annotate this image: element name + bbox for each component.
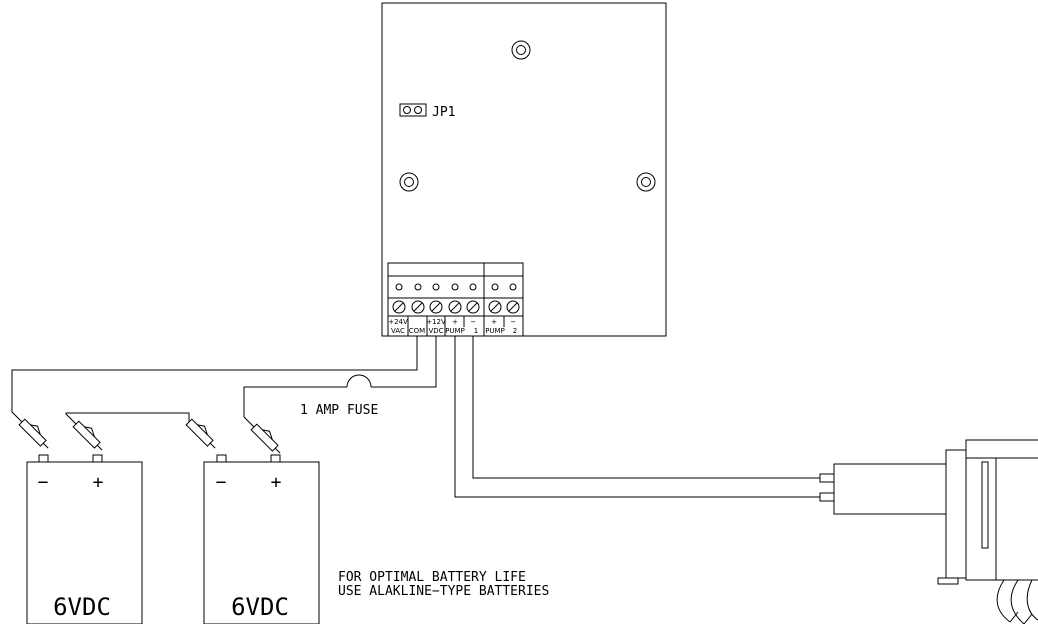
fuse-label: 1 AMP FUSE <box>300 403 378 418</box>
controller-board: JP1 <box>381 2 667 337</box>
battery-voltage: 6VDC <box>53 593 111 621</box>
terminal-4-bottom: PUMP <box>445 327 465 335</box>
battery-terminal-positive <box>92 454 103 463</box>
battery-body <box>26 461 143 624</box>
pump-connector-2 <box>819 492 835 502</box>
terminal-screws <box>392 300 520 314</box>
pump <box>819 439 1038 624</box>
terminal-6-bottom: PUMP <box>485 327 505 335</box>
terminal-block: +24V VAC COM +12V VDC + PUMP − 1 + PUMP … <box>387 262 524 337</box>
pump-flange <box>945 449 967 579</box>
pump-connector-1 <box>819 473 835 483</box>
battery-terminal-negative <box>38 454 49 463</box>
battery-note: FOR OPTIMAL BATTERY LIFE USE ALAKLINE−TY… <box>338 570 549 599</box>
clip-4 <box>250 423 281 454</box>
battery-terminal-positive <box>270 454 281 463</box>
battery-1: − + 6VDC <box>26 454 143 624</box>
terminal-screw-holes <box>395 283 517 291</box>
terminal-dividers <box>407 316 505 336</box>
wires <box>11 336 820 498</box>
battery-2: − + 6VDC <box>203 454 320 624</box>
clip-3 <box>185 418 216 449</box>
mounting-hole-top <box>511 40 531 60</box>
mounting-hole-right <box>636 172 656 192</box>
jumper-label: JP1 <box>432 105 455 120</box>
battery-voltage: 6VDC <box>231 593 289 621</box>
wire-pump-minus <box>472 336 820 479</box>
wire-fuse-to-battery-positive <box>243 386 347 428</box>
terminal-1-top: +24V <box>388 318 408 326</box>
clip-2 <box>72 420 103 451</box>
wire-com-to-battery-negative <box>11 336 418 423</box>
note-line-2: USE ALAKLINE−TYPE BATTERIES <box>338 584 549 599</box>
battery-minus-sign: − <box>38 472 49 493</box>
wire-battery-jumper <box>65 412 190 425</box>
terminal-3-bottom: VDC <box>428 327 443 335</box>
pump-seal <box>981 461 989 549</box>
battery-minus-sign: − <box>216 472 227 493</box>
battery-terminal-negative <box>216 454 227 463</box>
wire-pump-plus <box>454 336 820 498</box>
terminal-5-bottom: 1 <box>474 327 478 335</box>
terminal-6-top: + <box>491 318 497 326</box>
pump-tubing <box>996 579 1038 624</box>
terminal-4-top: + <box>452 318 458 326</box>
battery-plus-sign: + <box>271 472 282 493</box>
pump-head <box>965 439 1038 581</box>
terminal-7-top: − <box>510 318 516 326</box>
note-line-1: FOR OPTIMAL BATTERY LIFE <box>338 570 526 585</box>
jumper-jp1: JP1 <box>399 103 455 120</box>
clip-1 <box>18 418 49 449</box>
pump-bracket <box>937 577 959 585</box>
terminal-1-bottom: VAC <box>391 327 405 335</box>
terminal-2-bottom: COM <box>409 327 425 335</box>
battery-body <box>203 461 320 624</box>
terminal-3-top: +12V <box>426 318 446 326</box>
pump-motor-body <box>833 463 947 515</box>
fuse-symbol <box>346 374 372 388</box>
terminal-7-bottom: 2 <box>513 327 517 335</box>
battery-plus-sign: + <box>93 472 104 493</box>
alligator-clips <box>18 418 281 454</box>
terminal-5-top: − <box>470 318 476 326</box>
terminal-labels: +24V VAC COM +12V VDC + PUMP − 1 + PUMP … <box>388 318 517 335</box>
mounting-hole-left <box>399 172 419 192</box>
wire-vdc-to-fuse <box>371 336 437 388</box>
